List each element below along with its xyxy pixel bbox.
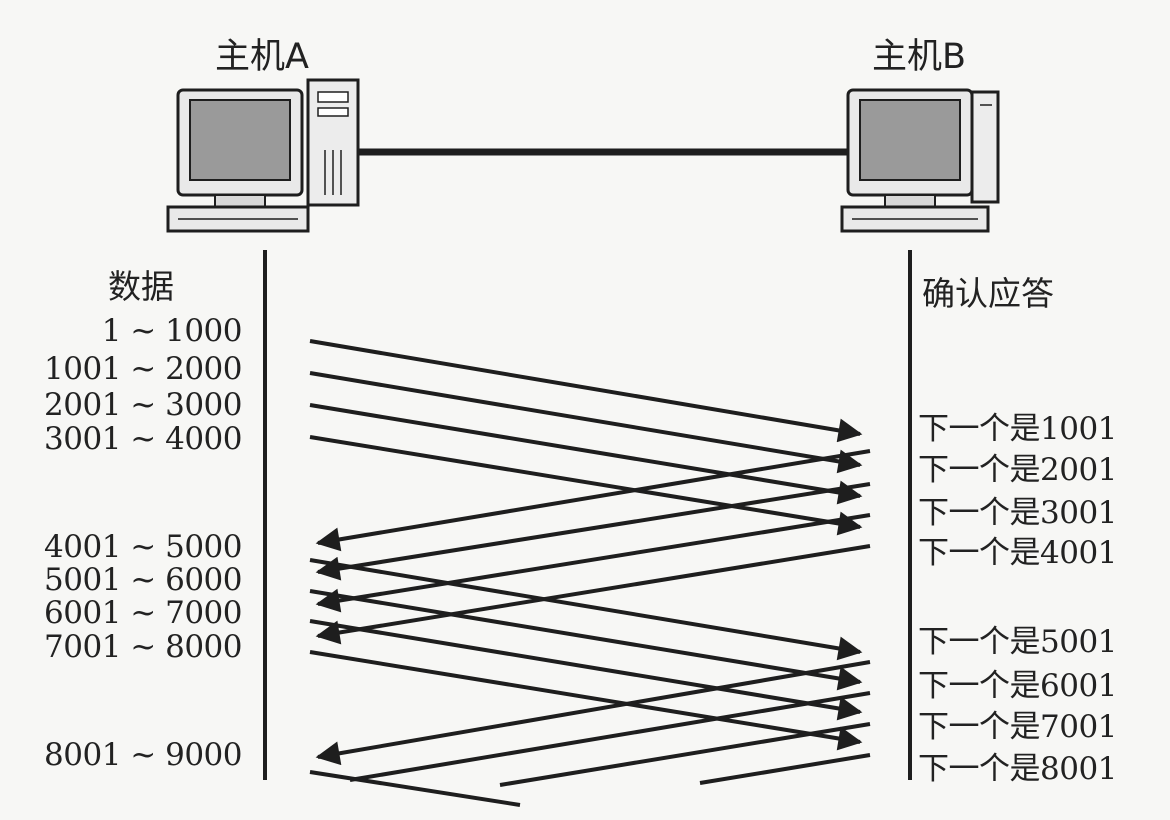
- data-range-label: 8001 ~ 9000: [22, 740, 242, 771]
- segment-arrow-9: [310, 772, 520, 805]
- data-range-label: 6001 ~ 7000: [22, 598, 242, 629]
- ack-label: 下一个是2001: [918, 455, 1117, 486]
- data-range-label: 4001 ~ 5000: [22, 532, 242, 563]
- data-range-label: 1001 ~ 2000: [22, 354, 242, 385]
- ack-arrow-5: [318, 662, 870, 757]
- host-b-computer-icon: [842, 90, 998, 231]
- data-range-label: 7001 ~ 8000: [22, 632, 242, 663]
- ack-label: 下一个是8001: [918, 754, 1117, 785]
- ack-label: 下一个是1001: [918, 414, 1117, 445]
- data-range-label: 1 ~ 1000: [22, 316, 242, 347]
- ack-label: 下一个是7001: [918, 712, 1117, 743]
- host-a-label: 主机A: [215, 40, 309, 75]
- ack-arrow-8: [700, 755, 870, 783]
- ack-label: 下一个是4001: [918, 538, 1117, 569]
- ack-label: 下一个是6001: [918, 671, 1117, 702]
- ack-arrow-7: [500, 724, 870, 785]
- ack-label: 下一个是5001: [918, 627, 1117, 658]
- host-a-computer-icon: [168, 80, 358, 231]
- data-range-label: 3001 ~ 4000: [22, 424, 242, 455]
- ack-column-header: 确认应答: [922, 277, 1054, 310]
- data-range-label: 2001 ~ 3000: [22, 390, 242, 421]
- data-range-label: 5001 ~ 6000: [22, 565, 242, 596]
- host-b-label: 主机B: [872, 40, 966, 75]
- ack-label: 下一个是3001: [918, 498, 1117, 529]
- data-column-header: 数据: [108, 270, 174, 303]
